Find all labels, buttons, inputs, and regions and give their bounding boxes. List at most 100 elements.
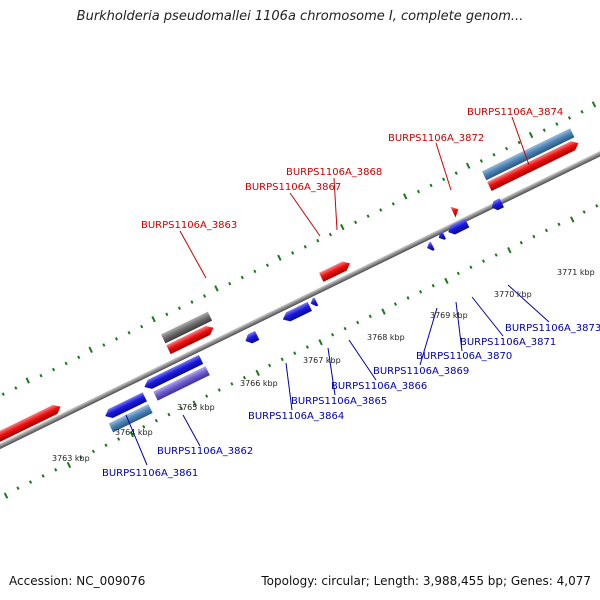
minor-tick <box>580 110 584 114</box>
gene-label-3867[interactable]: BURPS1106A_3867 <box>245 182 341 193</box>
reverse-gene-block[interactable] <box>446 218 470 236</box>
minor-tick <box>303 245 307 249</box>
gray-feature-block[interactable] <box>161 311 213 344</box>
minor-tick <box>104 443 108 448</box>
reverse-gene-block[interactable] <box>243 330 260 346</box>
upper-tick-track <box>1 101 597 396</box>
reverse-gene-block[interactable] <box>309 297 319 308</box>
minor-tick <box>456 271 460 276</box>
reverse-gene-block[interactable] <box>437 230 446 242</box>
major-tick <box>507 247 512 254</box>
gene-label-3871[interactable]: BURPS1106A_3871 <box>460 337 556 348</box>
minor-tick <box>353 220 358 225</box>
minor-tick <box>52 367 56 372</box>
forward-strand-features <box>0 128 580 448</box>
reverse-gene-block[interactable] <box>425 241 435 253</box>
forward-gene-block[interactable] <box>450 204 461 218</box>
kbp-label: 3767 kbp <box>303 356 341 365</box>
forward-gene-block[interactable] <box>487 139 580 191</box>
major-tick <box>129 431 135 438</box>
major-tick <box>403 193 408 200</box>
major-tick <box>381 308 386 315</box>
minor-tick <box>557 222 561 227</box>
genome-summary-text: Topology: circular; Length: 3,988,455 bp… <box>261 574 591 588</box>
gene-label-3870[interactable]: BURPS1106A_3870 <box>416 351 512 362</box>
reverse-gene-block[interactable] <box>281 301 312 324</box>
minor-tick <box>265 263 270 268</box>
minor-tick <box>28 480 33 484</box>
reverse-gene-block[interactable] <box>103 392 147 420</box>
minor-tick <box>253 269 257 274</box>
kbp-label: 3765 kbp <box>177 403 215 412</box>
kbp-label: 3768 kbp <box>367 333 405 342</box>
minor-tick <box>165 312 169 317</box>
minor-tick <box>356 320 360 325</box>
minor-tick <box>492 152 496 157</box>
minor-tick <box>230 382 234 386</box>
reverse-gene-block[interactable] <box>490 198 504 212</box>
major-tick <box>192 400 197 407</box>
major-tick <box>318 339 323 346</box>
minor-tick <box>429 183 433 188</box>
minor-tick <box>242 375 247 380</box>
minor-tick <box>102 343 106 347</box>
minor-tick <box>416 189 421 194</box>
gene-label-3869[interactable]: BURPS1106A_3869 <box>373 366 469 377</box>
minor-tick <box>142 425 146 429</box>
minor-tick <box>79 455 83 460</box>
minor-tick <box>555 122 559 126</box>
minor-tick <box>64 361 68 366</box>
minor-tick <box>391 202 395 206</box>
minor-tick <box>77 355 81 360</box>
gene-label-3861[interactable]: BURPS1106A_3861 <box>102 468 198 479</box>
gene-label-3873[interactable]: BURPS1106A_3873 <box>505 323 600 334</box>
minor-tick <box>16 486 20 490</box>
minor-tick <box>431 283 435 288</box>
minor-tick <box>293 351 297 355</box>
major-tick <box>340 223 345 231</box>
gene-label-3874[interactable]: BURPS1106A_3874 <box>467 107 563 118</box>
major-tick <box>214 285 219 292</box>
minor-tick <box>205 394 209 398</box>
forward-gene-labels: BURPS1106A_3863 BURPS1106A_3867 BURPS110… <box>141 107 563 231</box>
minor-tick <box>517 140 521 145</box>
major-tick <box>570 216 575 223</box>
reverse-gene-labels: BURPS1106A_3861 BURPS1106A_3862 BURPS110… <box>102 323 600 479</box>
minor-tick <box>179 406 184 411</box>
minor-tick <box>504 146 509 151</box>
major-tick <box>66 461 72 469</box>
minor-tick <box>481 259 486 263</box>
minor-tick <box>154 418 158 423</box>
gene-label-3862[interactable]: BURPS1106A_3862 <box>157 446 253 457</box>
forward-gene-block[interactable] <box>0 402 63 448</box>
gene-label-3863[interactable]: BURPS1106A_3863 <box>141 220 237 231</box>
gene-label-3866[interactable]: BURPS1106A_3866 <box>331 381 427 392</box>
minor-tick <box>240 275 244 280</box>
gene-label-3868[interactable]: BURPS1106A_3868 <box>286 167 382 178</box>
minor-tick <box>419 290 423 294</box>
reverse-gene-block[interactable] <box>142 354 204 392</box>
purple-feature-block[interactable] <box>153 366 210 401</box>
minor-tick <box>595 204 599 208</box>
forward-gene-block[interactable] <box>319 259 352 282</box>
forward-label-leaders <box>179 116 530 279</box>
gene-label-3865[interactable]: BURPS1106A_3865 <box>291 396 387 407</box>
steel-feature-block[interactable] <box>108 404 153 433</box>
kbp-label: 3770 kbp <box>494 290 532 299</box>
minor-tick <box>330 332 335 337</box>
gene-label-3872[interactable]: BURPS1106A_3872 <box>388 133 484 144</box>
major-tick <box>88 346 93 353</box>
minor-tick <box>228 281 232 286</box>
steel-feature-block[interactable] <box>481 128 575 181</box>
minor-tick <box>280 357 284 362</box>
minor-tick <box>114 337 119 341</box>
minor-tick <box>343 326 347 331</box>
kbp-label: 3763 kbp <box>52 454 90 463</box>
reverse-strand-features <box>103 198 504 433</box>
minor-tick <box>328 232 332 237</box>
minor-tick <box>469 265 473 270</box>
minor-tick <box>54 467 58 472</box>
gene-label-3864[interactable]: BURPS1106A_3864 <box>248 411 344 422</box>
forward-gene-block[interactable] <box>166 323 215 355</box>
